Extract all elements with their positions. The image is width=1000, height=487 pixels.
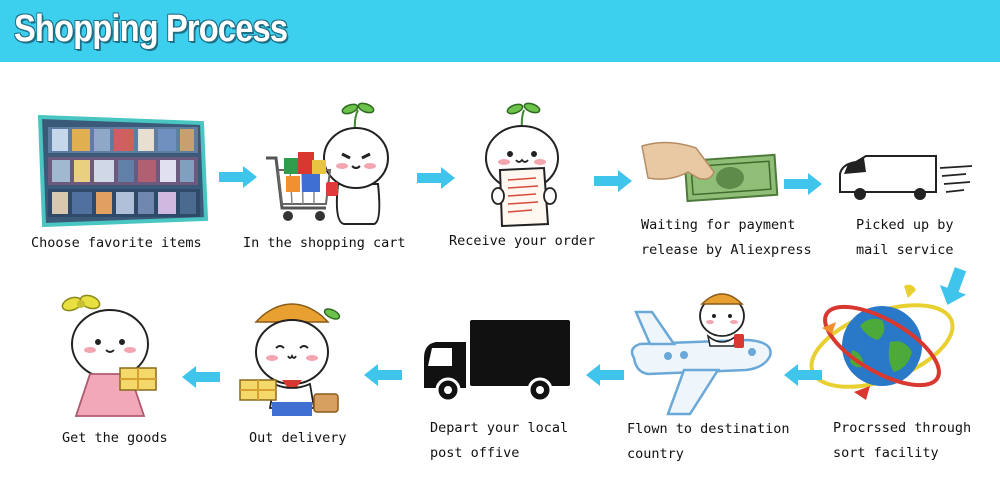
hand-with-money xyxy=(641,141,779,203)
step-label: Out delivery xyxy=(249,430,347,446)
step-label: Choose favorite items xyxy=(31,235,202,251)
arrow-left-icon xyxy=(182,366,220,388)
arrow-right-icon xyxy=(219,166,257,188)
step-label: Get the goods xyxy=(62,430,168,446)
delivery-van-icon xyxy=(839,155,972,200)
mascot-girl-with-gift xyxy=(61,294,157,417)
arrow-left-icon xyxy=(784,364,822,386)
step-label: Procrssed through sort facility xyxy=(833,420,972,461)
arrow-right-icon xyxy=(594,170,632,192)
step-label: Picked up by mail service xyxy=(856,217,954,258)
mascot-on-airplane xyxy=(630,293,772,416)
arrow-down-icon xyxy=(939,267,967,305)
mascot-delivery-with-hat xyxy=(239,303,341,416)
truck-icon xyxy=(424,320,570,402)
step-label: Receive your order xyxy=(449,233,596,249)
arrow-left-icon xyxy=(364,364,402,386)
arrow-right-icon xyxy=(784,173,822,195)
step-label: Flown to destination country xyxy=(627,421,790,462)
step-label: Waiting for payment release by Aliexpres… xyxy=(641,217,812,258)
header-banner: Shopping Process xyxy=(0,0,1000,62)
step-label: Depart your local post offive xyxy=(430,420,569,461)
arrow-right-icon xyxy=(417,167,455,189)
mascot-with-cart xyxy=(266,102,389,225)
step-label: In the shopping cart xyxy=(243,235,406,251)
mascot-with-order-list xyxy=(485,102,559,228)
globe-icon xyxy=(809,284,955,400)
arrow-left-icon xyxy=(586,364,624,386)
page-title: Shopping Process xyxy=(14,8,288,50)
store-shelf-photo xyxy=(38,115,208,227)
